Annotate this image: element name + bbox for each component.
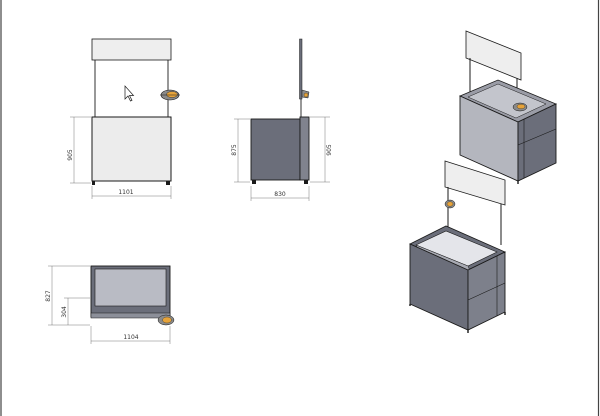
front-sign-panel xyxy=(91,38,172,61)
iso1-basket-ornament xyxy=(512,102,528,112)
side-body-front-panel xyxy=(299,116,310,181)
front-leg-left xyxy=(92,181,95,185)
side-depth-label: 830 xyxy=(274,191,286,198)
side-leg-left xyxy=(252,180,256,184)
front-basket-ornament xyxy=(160,89,180,101)
top-depth-total-label: 827 xyxy=(45,290,52,302)
iso2-basket-ornament xyxy=(444,199,456,209)
front-view: 905 1101 xyxy=(67,38,180,199)
side-view: 875 905 830 xyxy=(231,38,333,201)
front-body xyxy=(91,116,172,182)
top-view: 827 304 1104 xyxy=(45,265,175,344)
side-height-left-label: 875 xyxy=(231,144,238,156)
front-width-label: 1101 xyxy=(118,189,133,196)
side-leg-right xyxy=(304,180,308,184)
iso2-sign-panel xyxy=(444,160,506,206)
mouse-pointer-icon xyxy=(124,85,135,102)
side-sign-edge xyxy=(299,38,303,100)
isometric-view-front xyxy=(409,160,506,333)
top-basket-ornament xyxy=(157,314,175,326)
iso1-right-face xyxy=(517,103,557,182)
iso1-sign-panel xyxy=(465,30,522,81)
side-basket-ornament xyxy=(301,89,310,99)
side-body-main xyxy=(250,118,301,181)
front-leg-right xyxy=(166,181,170,185)
front-height-label: 905 xyxy=(67,149,74,161)
top-width-label: 1104 xyxy=(123,334,138,341)
top-inner-basin xyxy=(94,268,167,307)
top-depth-partial-label: 304 xyxy=(61,306,68,318)
isometric-view-back xyxy=(458,30,557,184)
side-height-right-label: 905 xyxy=(326,144,333,156)
top-front-rail xyxy=(90,312,171,319)
